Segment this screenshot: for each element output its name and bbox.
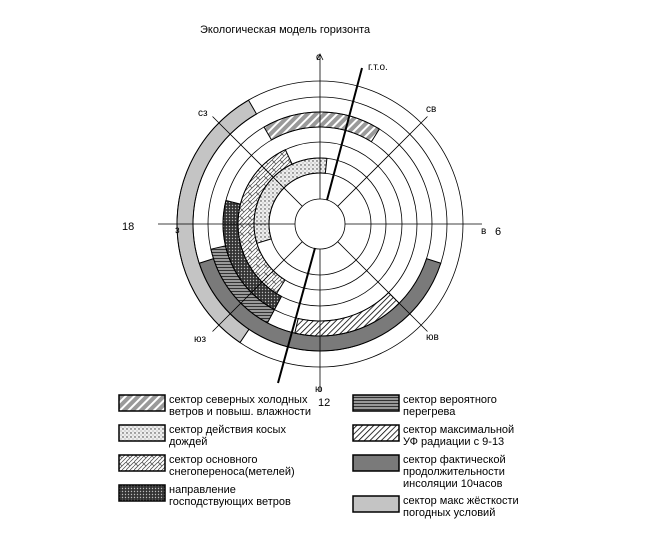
north-arrow-icon — [316, 53, 324, 61]
diagonal-axis — [212, 116, 303, 207]
legend-item-snow: сектор основного снегопереноса(метелей) — [118, 454, 359, 478]
legend-label: сектор действия косых дождей — [169, 424, 286, 448]
label-west: з — [175, 225, 180, 236]
legend-swatch-wind — [118, 484, 166, 502]
legend-swatch-rain — [118, 424, 166, 442]
legend-label: направление господствующих ветров — [169, 484, 291, 508]
legend-swatch-light — [352, 495, 400, 513]
label-gto: г.т.о. — [368, 62, 388, 73]
diagonal-axis — [212, 241, 303, 332]
axes-layer — [158, 53, 482, 392]
legend-swatch-dark — [352, 454, 400, 472]
legend-label: сектор макс жёсткости погодных условий — [403, 495, 519, 519]
diagram-title: Экологическая модель горизонта — [200, 24, 371, 36]
legend-item-north: сектор северных холодных ветров и повыш.… — [118, 394, 359, 418]
legend-label: сектор вероятного перегрева — [403, 394, 497, 418]
label-hour-6: 6 — [495, 226, 502, 238]
gto-line-top — [326, 67, 363, 201]
label-hour-12: 12 — [318, 397, 331, 409]
label-hour-18: 18 — [122, 221, 135, 233]
legend-swatch-uv — [352, 424, 400, 442]
legend-item-overheat: сектор вероятного перегрева — [352, 394, 593, 418]
legend-item-rain: сектор действия косых дождей — [118, 424, 359, 448]
gto-line-bottom — [277, 247, 316, 384]
label-north: с — [316, 52, 321, 63]
legend-swatch-overheat — [352, 394, 400, 412]
legend-item-wind: направление господствующих ветров — [118, 484, 359, 508]
legend-item-uv: сектор максимальной УФ радиации с 9-13 — [352, 424, 593, 448]
legend-item-light: сектор макс жёсткости погодных условий — [352, 495, 593, 519]
legend-swatch-north — [118, 394, 166, 412]
legend-label: сектор основного снегопереноса(метелей) — [169, 454, 295, 478]
legend-swatch-snow — [118, 454, 166, 472]
legend-item-dark: сектор фактической продолжительности инс… — [352, 454, 593, 490]
diagonal-axis — [337, 241, 428, 332]
label-southwest: юз — [194, 334, 207, 345]
label-east: в — [481, 226, 487, 237]
label-south: ю — [315, 384, 323, 395]
diagonal-axis — [337, 116, 428, 207]
legend-label: сектор северных холодных ветров и повыш.… — [169, 394, 311, 418]
label-northwest: сз — [198, 108, 208, 119]
label-northeast: св — [426, 104, 437, 115]
legend-label: сектор фактической продолжительности инс… — [403, 454, 506, 490]
label-southeast: юв — [426, 332, 439, 343]
ring-circle — [294, 198, 346, 250]
legend-label: сектор максимальной УФ радиации с 9-13 — [403, 424, 515, 448]
